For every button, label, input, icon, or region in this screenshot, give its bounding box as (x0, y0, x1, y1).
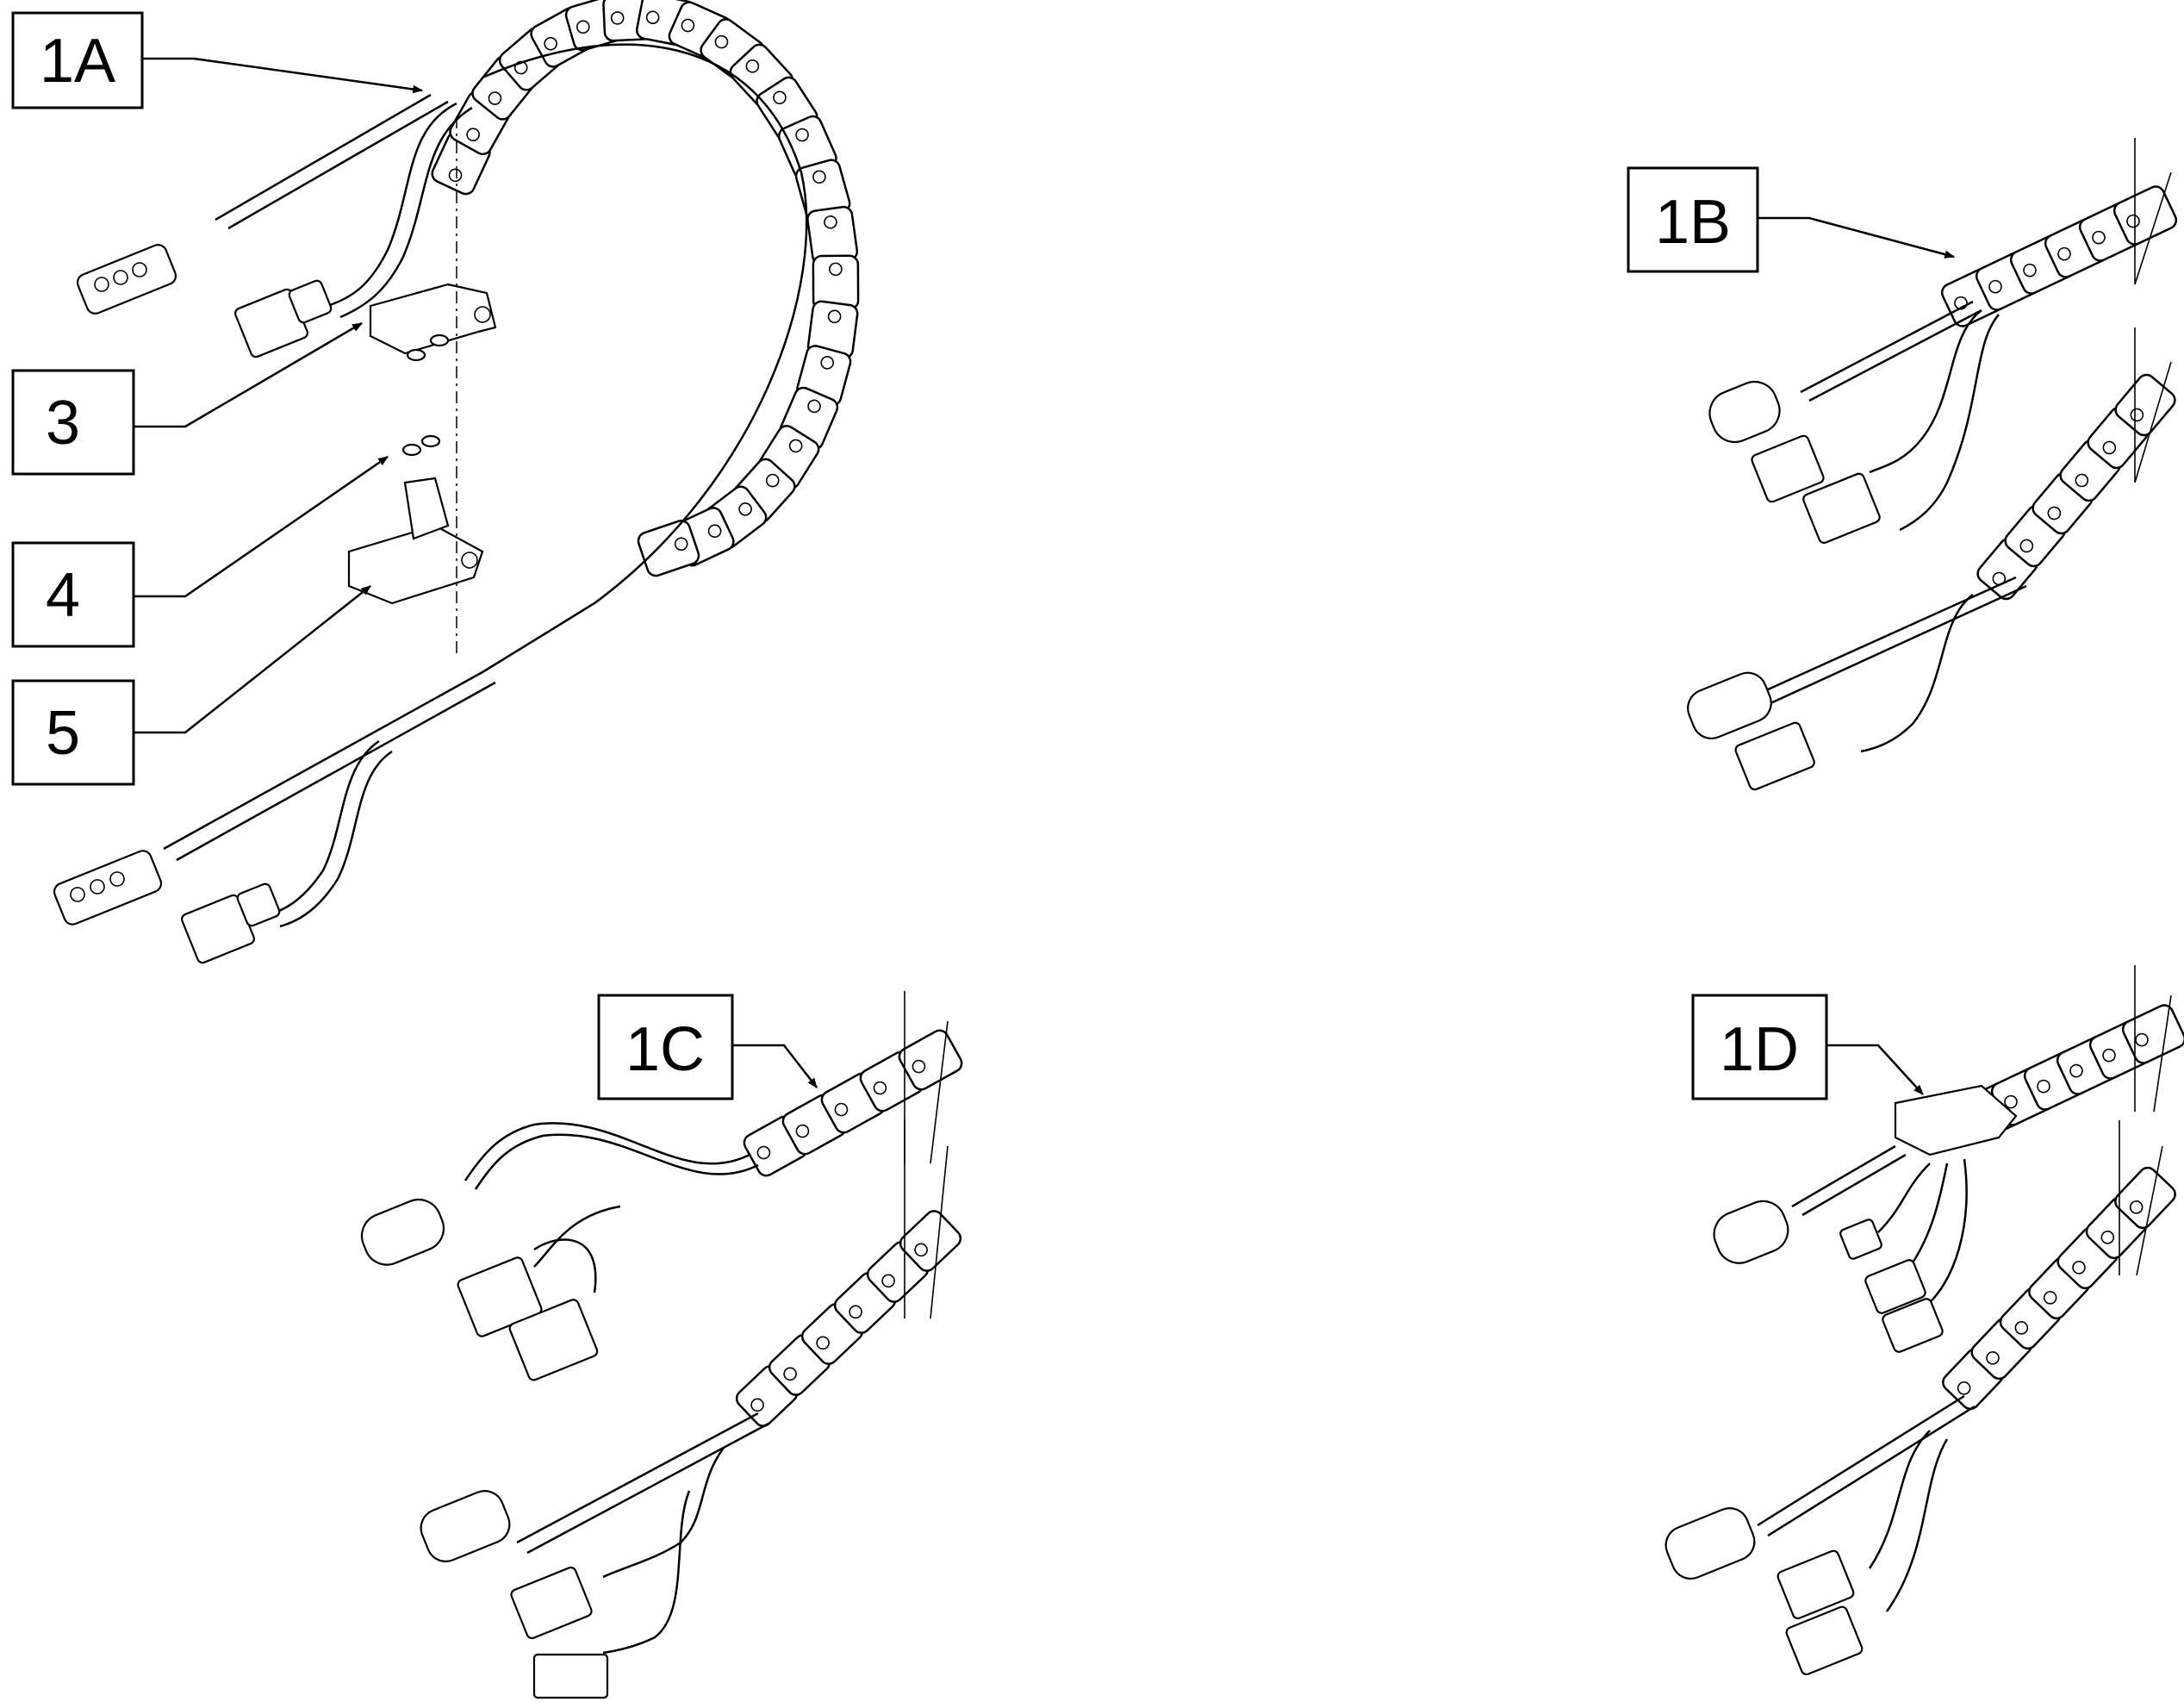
callout-1b-label: 1B (1655, 188, 1731, 257)
callout-1d-label: 1D (1720, 1015, 1799, 1084)
drag-chain-1a (431, 0, 860, 674)
callout-1c: 1C (597, 994, 818, 1100)
cable-harness-1b (1687, 300, 2027, 791)
callout-1a-label: 1A (40, 27, 115, 96)
chain-link (2114, 1166, 2176, 1230)
cable-harness-top-1a (76, 93, 473, 358)
drag-chain-1b (1940, 138, 2178, 601)
mounting-bracket-3 (369, 283, 497, 355)
cable-harness-1d (1664, 1084, 2018, 1676)
chain-link (637, 520, 700, 577)
callout-3-label: 3 (46, 389, 80, 458)
callout-1d: 1D (1691, 994, 1924, 1100)
cable-harness-bottom-1a (53, 670, 496, 964)
callout-1b: 1B (1627, 166, 1956, 273)
drag-chain-1c (735, 991, 963, 1427)
chain-link (898, 1029, 963, 1091)
screw-icon (401, 333, 450, 457)
chain-link (806, 205, 859, 265)
callout-1c-label: 1C (625, 1015, 705, 1084)
callout-1a: 1A (11, 11, 424, 109)
callout-5-label: 5 (46, 699, 80, 768)
callout-5: 5 (11, 585, 371, 786)
chain-link (2112, 185, 2178, 246)
callout-4: 4 (11, 455, 389, 648)
callout-3: 3 (11, 321, 364, 476)
chain-link (2114, 373, 2176, 437)
callout-4-label: 4 (46, 561, 80, 630)
drag-chain-1d (1942, 965, 2184, 1411)
chain-link (2121, 1004, 2184, 1064)
mounting-bracket-5 (347, 477, 484, 605)
chain-link (899, 1210, 962, 1272)
cable-harness-1c (360, 1122, 769, 1699)
